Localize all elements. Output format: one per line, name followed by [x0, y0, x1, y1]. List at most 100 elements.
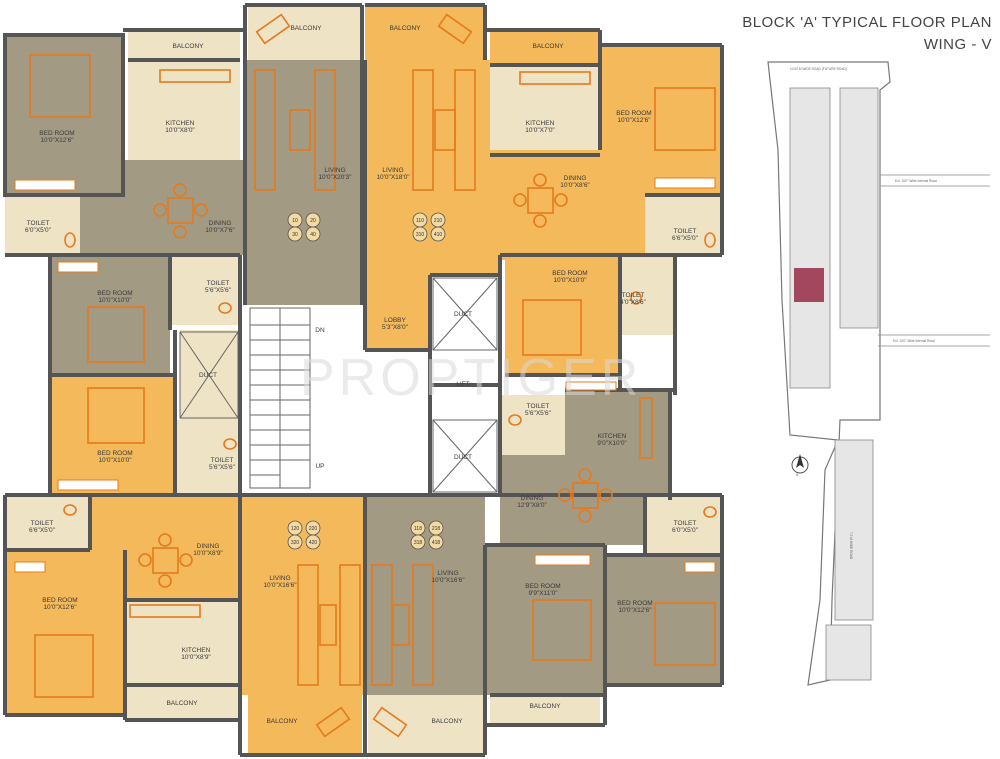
- room-dimension-toilet-tl: 6'0"X5'0": [25, 227, 52, 234]
- room-label-toilet-l1: TOILET: [207, 280, 230, 287]
- room-label-bedroom-tl: BED ROOM: [39, 130, 74, 137]
- room-label-dining-tl: DINING: [209, 220, 232, 227]
- bed-icon: [87, 306, 145, 363]
- coffee-table-icon: [289, 109, 311, 151]
- room-dimension-living-tr: 10'0"X18'0": [376, 174, 410, 181]
- wc-icon: [218, 302, 232, 314]
- lounge-chair-icon: [437, 13, 473, 45]
- room-dimension-bedroom-br2: 10'0"X12'6": [618, 607, 652, 614]
- lounge-chair-icon: [315, 706, 351, 738]
- room-label-living-tl: LIVING: [324, 167, 345, 174]
- room-dimension-dining-bl: 10'0"X8'9": [193, 550, 223, 557]
- svg-text:210: 210: [434, 218, 443, 224]
- room-label-balcony-bc1: BALCONY: [266, 718, 298, 725]
- room-label-bedroom-bl: BED ROOM: [42, 597, 77, 604]
- service-shafts: [179, 277, 498, 493]
- room-label-lobby: LOBBY: [384, 317, 406, 324]
- bed-icon: [522, 299, 582, 356]
- coffee-table-icon: [392, 604, 410, 646]
- room-dimension-living-bl: 10'0"X16'6": [263, 582, 297, 589]
- room-label-bedroom-br2: BED ROOM: [617, 600, 652, 607]
- svg-text:10.00 M WIDE ROAD (FUTURE ROAD: 10.00 M WIDE ROAD (FUTURE ROAD): [790, 67, 847, 71]
- room-label-stair-up: UP: [315, 463, 324, 470]
- svg-text:Ext. 10'0" Wide Internal Road: Ext. 10'0" Wide Internal Road: [895, 179, 937, 183]
- bed-icon: [654, 602, 716, 666]
- room-label-balcony-tc1: BALCONY: [290, 25, 322, 32]
- wc-icon: [223, 438, 237, 450]
- room-dimension-bedroom-l1: 10'0"X10'0": [98, 297, 132, 304]
- bed-icon: [34, 634, 94, 698]
- wc-icon: [508, 414, 522, 426]
- kitchen-counter-icon: [519, 71, 591, 85]
- room-dimension-kitchen-br: 9'0"X10'0": [597, 440, 627, 447]
- room-label-toilet-tl: TOILET: [27, 220, 50, 227]
- room-label-dining-bl: DINING: [197, 543, 220, 550]
- svg-text:220: 220: [309, 526, 318, 532]
- room-dimension-bedroom-r1: 10'0"X10'0": [553, 277, 587, 284]
- room-label-lift: LIFT: [456, 381, 469, 388]
- bed-icon: [29, 54, 91, 118]
- svg-text:7.5 M WIDE ROAD: 7.5 M WIDE ROAD: [849, 532, 853, 560]
- room-label-balcony-br: BALCONY: [529, 703, 561, 710]
- kitchen-counter-icon: [159, 69, 231, 83]
- svg-text:310: 310: [416, 232, 425, 238]
- room-label-bedroom-tr: BED ROOM: [616, 110, 651, 117]
- sofa-icon: [339, 564, 361, 686]
- lounge-chair-icon: [255, 13, 291, 45]
- bed-icon: [532, 599, 592, 661]
- coffee-table-icon: [319, 604, 337, 646]
- wc-icon: [630, 291, 642, 305]
- room-dimension-living-tl: 10'0"X20'3": [318, 174, 352, 181]
- highlighted-wing: [794, 268, 824, 302]
- wc-icon: [703, 506, 717, 518]
- room-dimension-bedroom-l2: 10'0"X10'0": [98, 457, 132, 464]
- svg-text:418: 418: [432, 540, 441, 546]
- svg-text:30: 30: [292, 232, 298, 238]
- room-label-duct-r1: DUCT: [454, 311, 472, 318]
- room-label-living-tr: LIVING: [382, 167, 403, 174]
- dining-table-icon: [558, 468, 613, 523]
- room-dimension-bedroom-tr: 10'0"X12'6": [617, 117, 651, 124]
- room-dimension-bedroom-br1: 9'9"X11'0": [528, 590, 558, 597]
- room-label-stair-dn: DN: [315, 327, 325, 334]
- room-label-kitchen-tr: KITCHEN: [526, 120, 555, 127]
- room-label-balcony-bc2: BALCONY: [431, 718, 463, 725]
- room-label-duct-r2: DUCT: [454, 454, 472, 461]
- wc-icon: [64, 232, 76, 248]
- room-label-dining-br: DINING: [521, 495, 544, 502]
- dining-table-icon: [153, 183, 208, 239]
- walls: [3, 3, 724, 757]
- room-label-bedroom-l1: BED ROOM: [97, 290, 132, 297]
- svg-text:218: 218: [432, 526, 441, 532]
- room-label-living-bl: LIVING: [269, 575, 290, 582]
- svg-text:40: 40: [310, 232, 316, 238]
- room-dimension-bedroom-tl: 10'0"X12'6": [40, 137, 74, 144]
- kitchen-counter-icon: [129, 604, 201, 618]
- dining-table-icon: [513, 173, 568, 228]
- svg-text:Ext. 10'0" Wide Internal Road: Ext. 10'0" Wide Internal Road: [893, 339, 935, 343]
- room-label-balcony-tc2: BALCONY: [389, 25, 421, 32]
- svg-text:318: 318: [414, 540, 423, 546]
- room-dimension-living-br: 10'0"X16'6": [431, 577, 465, 584]
- wc-icon: [63, 504, 77, 516]
- sofa-icon: [412, 69, 434, 191]
- bed-icon: [654, 87, 716, 151]
- room-label-bedroom-r1: BED ROOM: [552, 270, 587, 277]
- plan-title: BLOCK 'A' TYPICAL FLOOR PLAN WING - V: [742, 12, 992, 56]
- windows: [14, 177, 716, 573]
- room-dimension-dining-br: 12'9"X8'0": [517, 502, 547, 509]
- bed-icon: [87, 387, 145, 444]
- room-label-bedroom-l2: BED ROOM: [97, 450, 132, 457]
- room-dimension-dining-tr: 10'0"X8'6": [560, 182, 590, 189]
- svg-text:320: 320: [291, 540, 300, 546]
- room-label-kitchen-tl: KITCHEN: [166, 120, 195, 127]
- wc-icon: [704, 232, 716, 248]
- room-label-toilet-r1: TOILET: [622, 292, 645, 299]
- svg-text:10: 10: [292, 218, 298, 224]
- furniture: [29, 13, 717, 738]
- plan-title-line1: BLOCK 'A' TYPICAL FLOOR PLAN: [742, 14, 992, 31]
- room-label-toilet-l2: TOILET: [211, 457, 234, 464]
- room-label-balcony-tr: BALCONY: [532, 43, 564, 50]
- room-fills: [5, 5, 722, 755]
- room-dimension-toilet-bl: 6'6"X5'0": [29, 527, 56, 534]
